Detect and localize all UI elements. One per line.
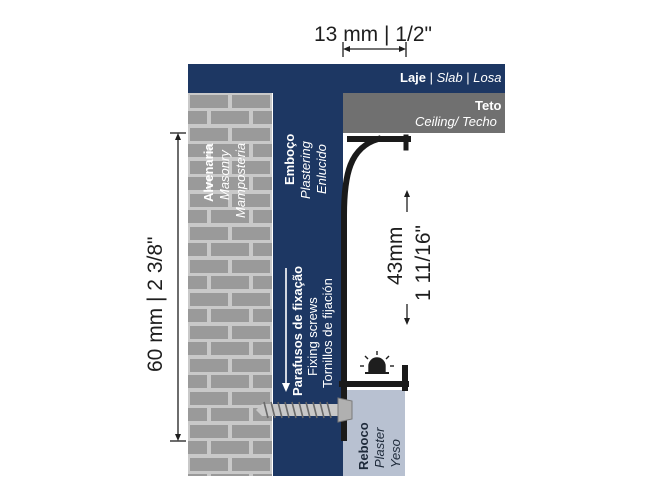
masonry-label-pt: Alvenaria — [201, 143, 216, 202]
screws-label-es: Tornillos de fijación — [320, 278, 335, 388]
top-dimension — [342, 42, 407, 57]
light-icon — [360, 351, 394, 374]
slab-label-en: Slab — [436, 70, 463, 85]
plaster-label-pt: Reboco — [356, 422, 371, 470]
profile-dimension-mm: 43mm — [384, 226, 407, 285]
slab-label: Laje | Slab | Losa — [400, 70, 502, 85]
profile-dimension-in: 1 11/16" — [412, 225, 435, 301]
slab-label-pt: Laje — [400, 70, 427, 85]
masonry-wall — [188, 93, 272, 476]
ceiling-band — [343, 93, 505, 133]
slab-band — [188, 64, 505, 93]
screws-label-pt: Parafusos de fixação — [290, 265, 305, 396]
left-dimension-label: 60 mm | 2 3/8" — [144, 236, 167, 372]
left-dimension — [170, 132, 186, 442]
masonry-label-es: Mamposteria — [233, 142, 248, 218]
masonry-label-en: Masonry — [217, 150, 232, 200]
plastering-label-pt: Emboço — [282, 133, 297, 185]
slab-label-es: Losa — [473, 70, 502, 85]
plastering-label-es: Enlucido — [314, 144, 329, 194]
screws-label-en: Fixing screws — [305, 297, 320, 376]
plaster-label-es: Yeso — [388, 439, 403, 468]
ceiling-label-pt: Teto — [475, 98, 502, 113]
plastering-label-en: Plastering — [298, 141, 313, 199]
plaster-label-en: Plaster — [372, 427, 387, 468]
screw-icon — [256, 397, 353, 423]
top-dimension-label: 13 mm | 1/2" — [314, 23, 432, 46]
ceiling-label-en-es: Ceiling/ Techo — [415, 114, 497, 129]
arrow-icon — [282, 268, 290, 392]
shadow-gap-profile — [339, 134, 411, 441]
profile-dimension — [404, 190, 410, 325]
plaster-block — [343, 390, 405, 476]
